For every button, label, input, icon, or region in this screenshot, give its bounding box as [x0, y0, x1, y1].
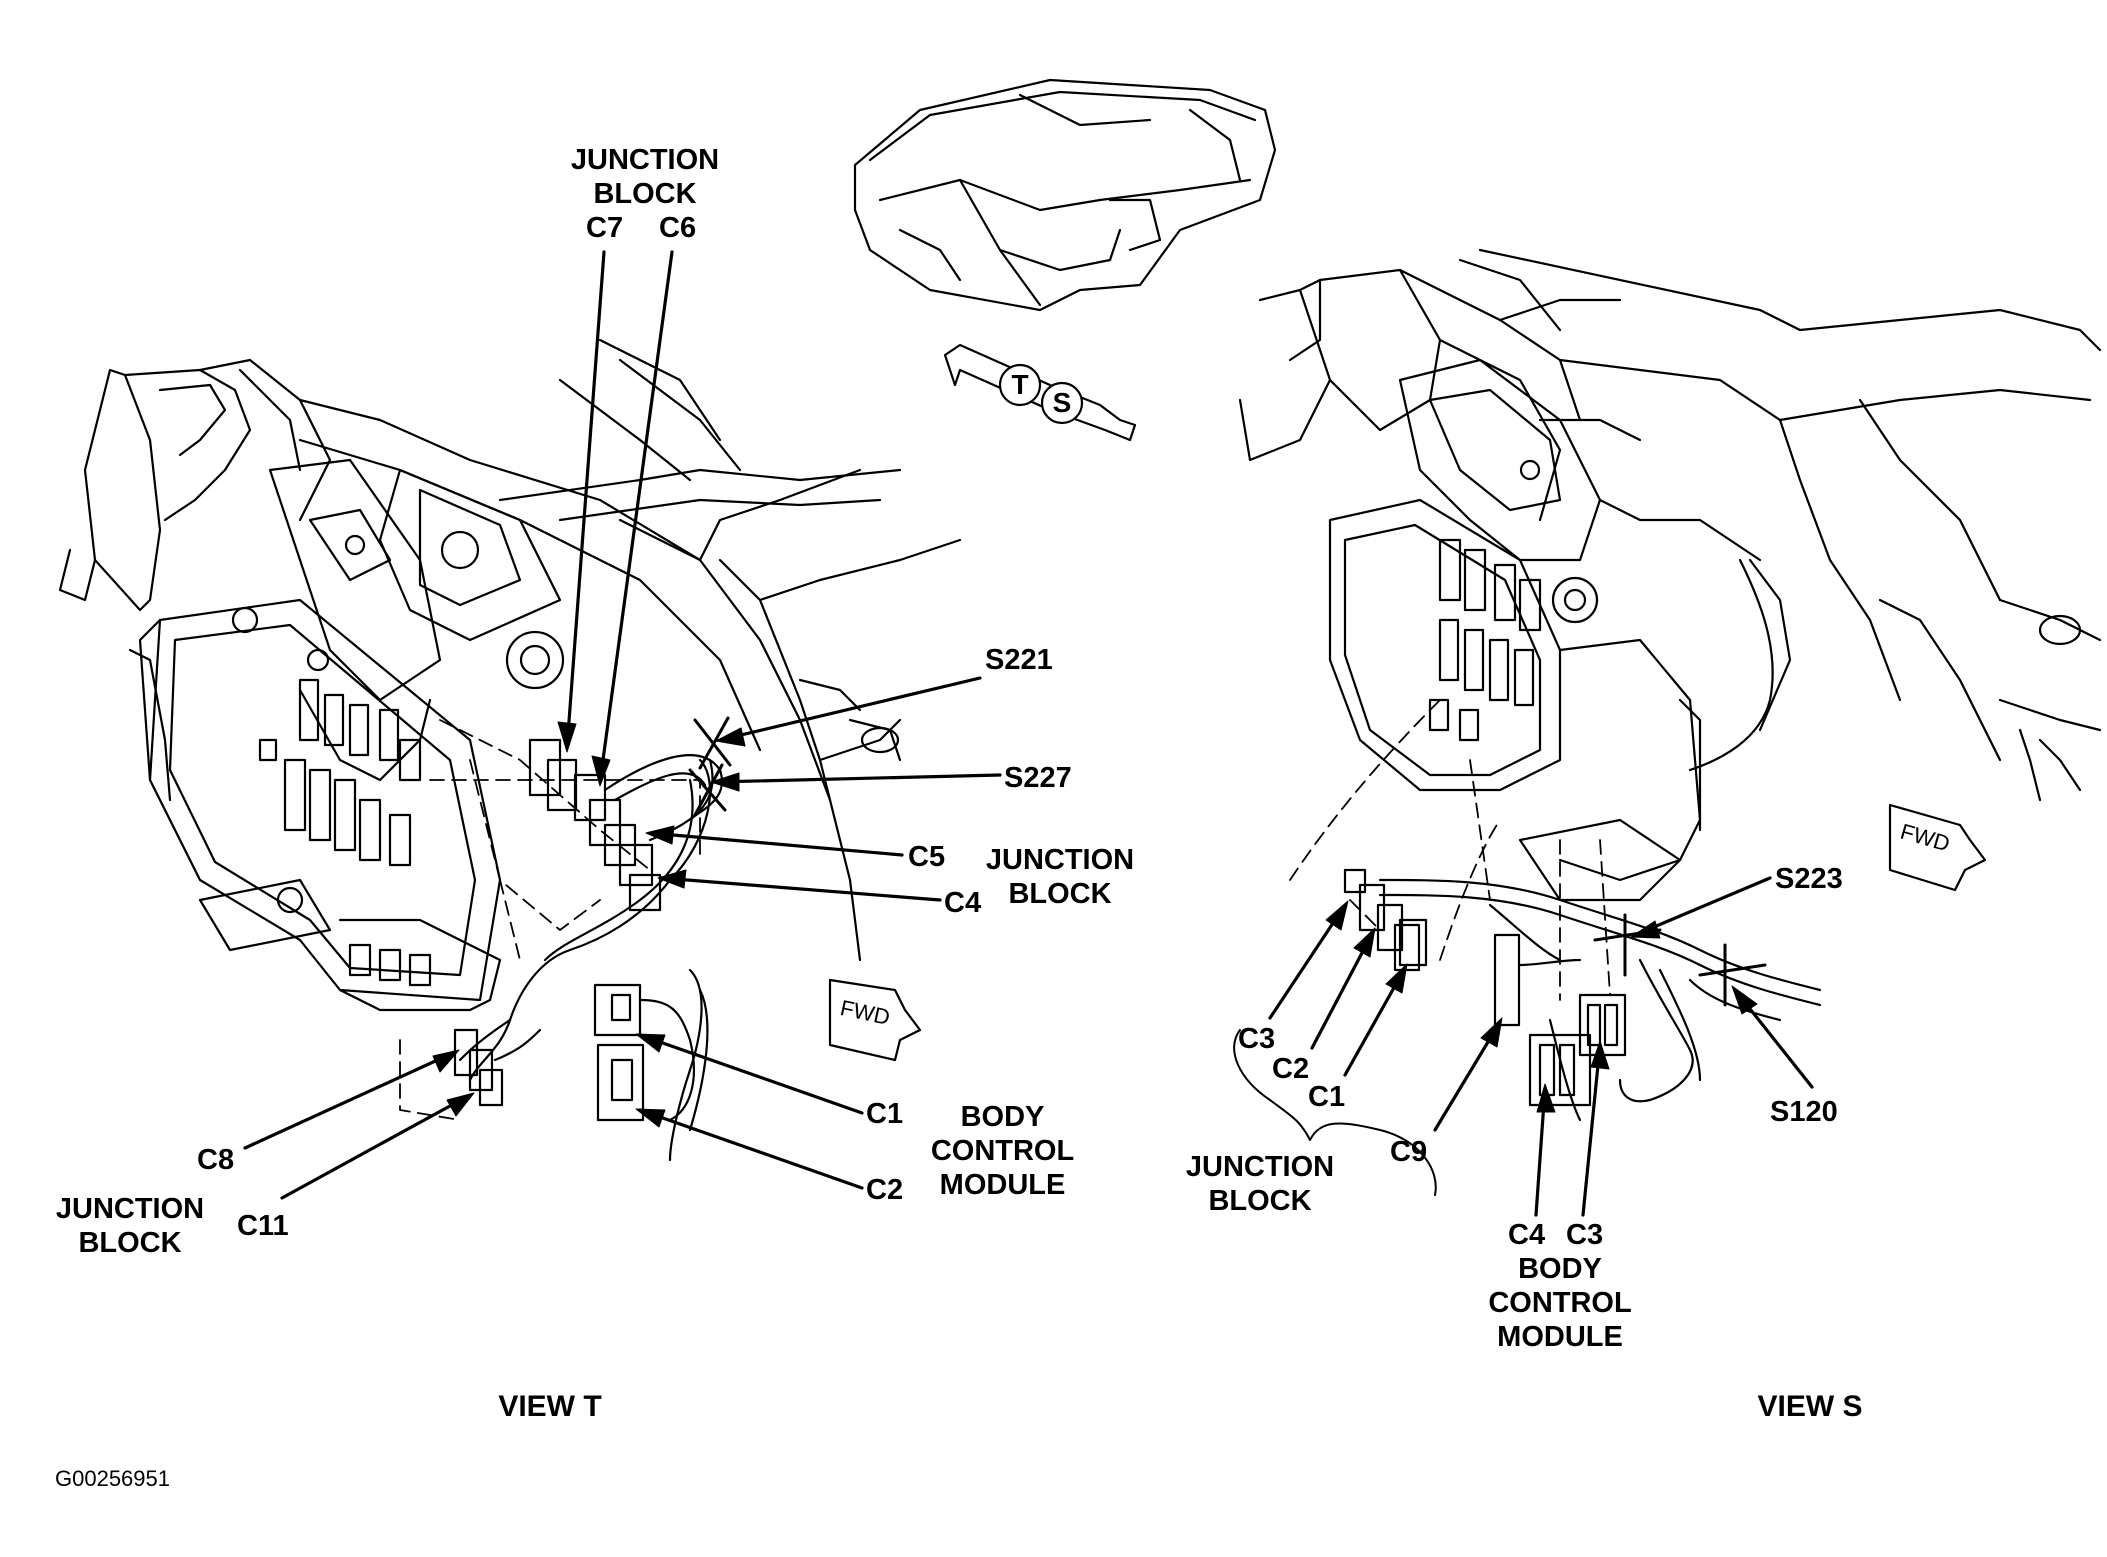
junction-block-top-line2: BLOCK — [593, 178, 697, 210]
label-s120: S120 — [1770, 1096, 1838, 1128]
view-t-junction-block-bottom-label: JUNCTION BLOCK — [45, 1192, 215, 1260]
leader-c8 — [245, 1052, 455, 1148]
leader-s-bcm-c3 — [1583, 1045, 1600, 1215]
view-t-body-control-module-label: BODY CONTROL MODULE — [915, 1100, 1090, 1202]
bcm-line3: MODULE — [939, 1169, 1066, 1201]
label-view-t-c8: C8 — [197, 1144, 235, 1176]
view-s-junction-block-line2: BLOCK — [1208, 1185, 1312, 1217]
leader-c5 — [650, 833, 902, 855]
label-view-t-c1: C1 — [866, 1098, 904, 1130]
label-view-t-c4: C4 — [944, 887, 982, 919]
label-s221: S221 — [985, 644, 1053, 676]
label-view-t-c11: C11 — [237, 1210, 289, 1242]
label-view-s-c3: C3 — [1238, 1023, 1276, 1055]
leader-s223 — [1635, 878, 1770, 935]
label-view-t-c7: C7 — [586, 212, 624, 244]
leader-c2 — [640, 1110, 862, 1188]
splice-marks — [690, 718, 1765, 1005]
label-view-t-c5: C5 — [908, 841, 946, 873]
junction-block-bottom-line2: BLOCK — [78, 1227, 182, 1259]
bcm-line1: BODY — [960, 1101, 1045, 1133]
label-view-s-bcm-c3: C3 — [1566, 1219, 1604, 1251]
label-view-s-c2: C2 — [1272, 1053, 1310, 1085]
view-t-fwd-arrow — [830, 980, 920, 1060]
label-view-s-c9: C9 — [1390, 1136, 1428, 1168]
view-t-title: VIEW T — [498, 1390, 602, 1423]
label-s223: S223 — [1775, 863, 1843, 895]
label-view-t-c2: C2 — [866, 1174, 904, 1206]
leader-c7 — [567, 252, 604, 748]
view-s-bcm-line1: BODY — [1518, 1253, 1602, 1285]
locator-view-arrow — [945, 345, 1135, 440]
bcm-line2: CONTROL — [930, 1135, 1075, 1167]
junction-block-right-line2: BLOCK — [1008, 878, 1112, 910]
leader-c11 — [282, 1095, 470, 1198]
arrowheads — [433, 722, 1757, 1127]
locator-dashboard — [855, 80, 1275, 310]
view-t-drawing — [60, 340, 960, 1160]
view-s-drawing — [1234, 250, 2100, 1195]
leader-c6 — [600, 252, 672, 782]
view-s-title: VIEW S — [1757, 1390, 1863, 1423]
view-t-junction-block-right-label: JUNCTION BLOCK — [975, 843, 1145, 911]
view-t-junction-block-top-label: JUNCTION BLOCK — [560, 143, 730, 211]
leader-c4 — [662, 878, 940, 900]
view-s-fwd-arrow — [1890, 805, 1985, 890]
label-view-s-c1: C1 — [1308, 1081, 1346, 1113]
view-s-junction-block-line1: JUNCTION — [1185, 1151, 1335, 1183]
view-s-bcm-line3: MODULE — [1497, 1321, 1623, 1353]
locator-t-label: T — [1011, 369, 1029, 400]
figure-id: G00256951 — [55, 1466, 170, 1491]
label-view-t-c6: C6 — [659, 212, 697, 244]
splice-s221 — [695, 720, 730, 765]
view-s-bcm-label: BODY CONTROL MODULE — [1470, 1252, 1650, 1354]
view-s-junction-block-label: JUNCTION BLOCK — [1170, 1150, 1350, 1218]
leader-s227 — [715, 775, 1000, 782]
leader-c1 — [640, 1035, 862, 1113]
label-view-s-bcm-c4: C4 — [1508, 1219, 1546, 1251]
junction-block-top-line1: JUNCTION — [570, 144, 720, 176]
leader-s221 — [720, 678, 980, 740]
view-s-bcm-line2: CONTROL — [1488, 1287, 1632, 1319]
locator-s-label: S — [1052, 387, 1072, 418]
label-s227: S227 — [1004, 762, 1072, 794]
junction-block-right-line1: JUNCTION — [985, 844, 1135, 876]
junction-block-bottom-line1: JUNCTION — [55, 1193, 205, 1225]
